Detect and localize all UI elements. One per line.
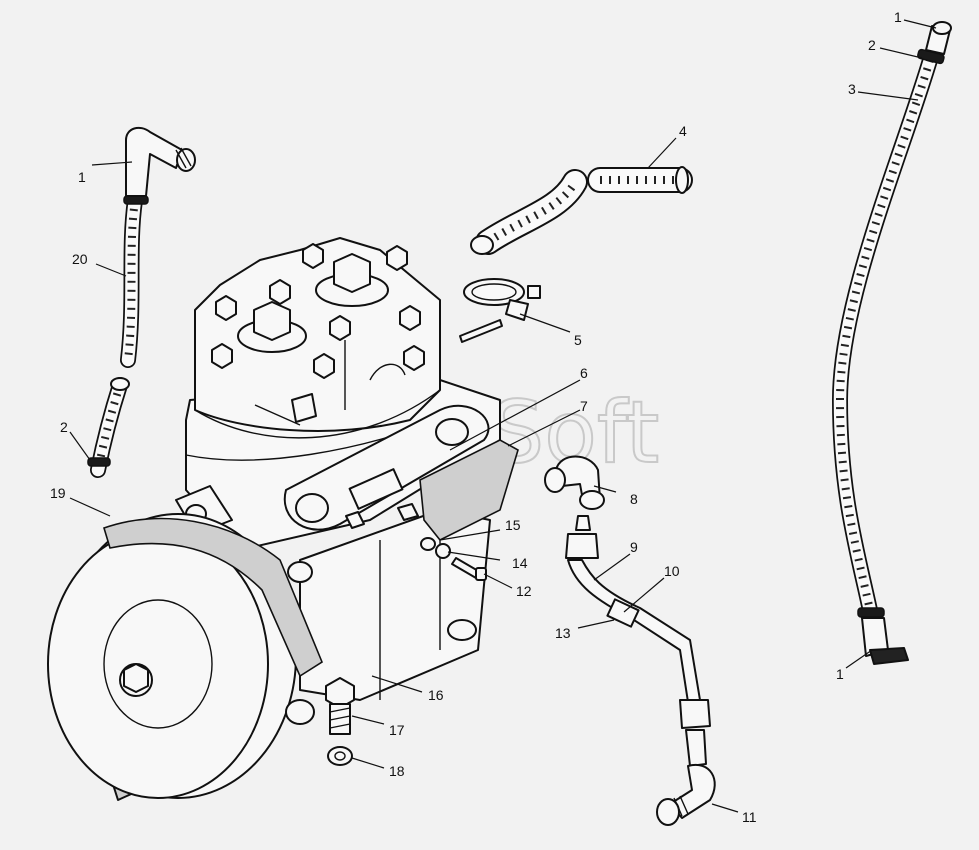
callout-11: 11 xyxy=(742,809,757,825)
callout-labels: 1 20 2 19 4 5 6 7 8 15 14 12 9 10 13 16 … xyxy=(50,9,902,825)
callout-19: 19 xyxy=(50,485,66,501)
callout-6: 6 xyxy=(580,365,588,381)
callout-2: 2 xyxy=(60,419,68,435)
pipe-assembly xyxy=(544,455,716,826)
callout-15: 15 xyxy=(505,517,521,533)
hose-4-and-clamp xyxy=(459,166,693,343)
callout-3: 3 xyxy=(848,81,856,97)
pulley-and-belt xyxy=(47,513,323,801)
left-hose-assembly xyxy=(87,126,196,478)
callout-16: 16 xyxy=(428,687,444,703)
callout-4: 4 xyxy=(679,123,687,139)
fasteners xyxy=(325,537,487,766)
callout-17: 17 xyxy=(389,722,405,738)
callout-1: 1 xyxy=(836,666,844,682)
callout-20: 20 xyxy=(72,251,88,267)
callout-7: 7 xyxy=(580,398,588,414)
callout-5: 5 xyxy=(574,332,582,348)
callout-14: 14 xyxy=(512,555,528,571)
right-hose-assembly xyxy=(831,21,952,665)
callout-2: 2 xyxy=(868,37,876,53)
callout-13: 13 xyxy=(555,625,571,641)
callout-8: 8 xyxy=(630,491,638,507)
callout-12: 12 xyxy=(516,583,532,599)
leader-lines xyxy=(69,19,937,813)
callout-9: 9 xyxy=(630,539,638,555)
callout-10: 10 xyxy=(664,563,680,579)
callout-1: 1 xyxy=(78,169,86,185)
head-bolts xyxy=(211,243,425,379)
callout-18: 18 xyxy=(389,763,405,779)
callout-1: 1 xyxy=(894,9,902,25)
